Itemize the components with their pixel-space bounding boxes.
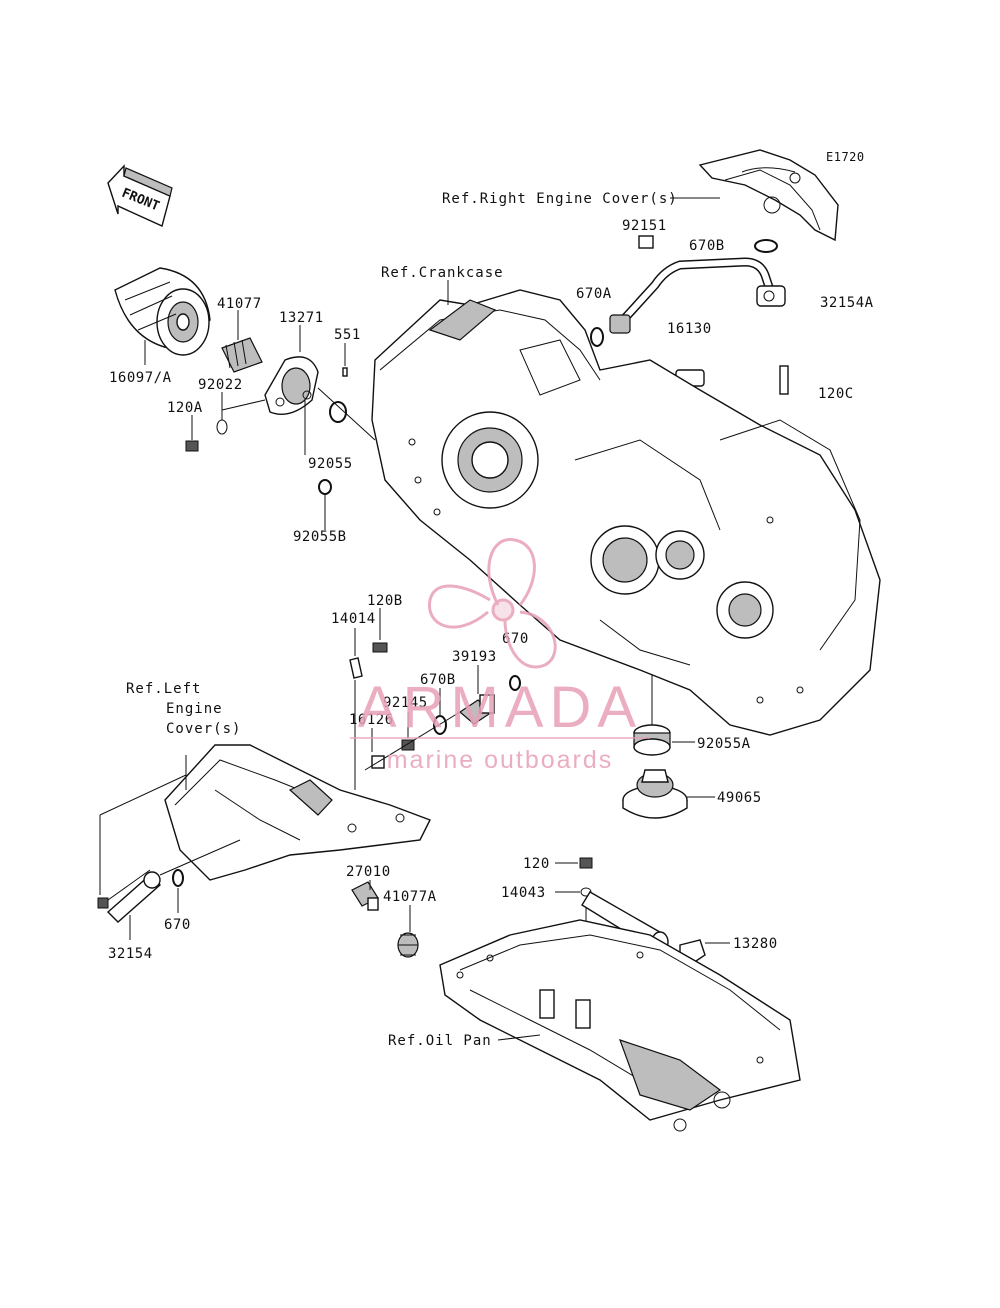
cover-13271 [264,356,319,415]
ref-crankcase: Ref.Crankcase [381,265,504,281]
part-14014: 14014 [331,611,376,627]
ref-oil-pan: Ref.Oil Pan [388,1033,492,1049]
crankcase [371,289,881,736]
oil-filter [114,267,211,356]
part-14043: 14043 [501,885,546,901]
part-120: 120 [523,856,550,872]
pin-551 [342,367,348,377]
part-120C: 120C [818,386,854,402]
ref-left-engine-cover-line2: Engine [166,701,223,717]
part-13271: 13271 [279,310,324,326]
plate-14014 [349,657,363,679]
bolt-120 [579,857,593,869]
part-92145: 92145 [383,695,428,711]
part-670-left: 670 [164,917,191,933]
part-92055A: 92055A [697,736,751,752]
part-92151: 92151 [622,218,667,234]
ref-left-engine-cover-line1: Ref.Left [126,681,201,697]
part-49065: 49065 [717,790,762,806]
plug-92055A [633,724,671,756]
watermark-brand: ARMADA [358,675,642,740]
o-ring-92055B [318,479,332,495]
part-120B: 120B [367,593,403,609]
o-ring-670-mid [509,675,521,691]
pipe-32154 [97,869,162,923]
ref-right-engine-cover: Ref.Right Engine Cover(s) [442,191,678,207]
part-32154A: 32154A [820,295,874,311]
diagram-code: E1720 [826,150,865,164]
o-ring-670B-mid [433,715,447,735]
part-670B-mid: 670B [420,672,456,688]
part-92055B: 92055B [293,529,347,545]
washer-92022 [216,419,228,435]
nipple-41077 [221,337,263,373]
watermark: ARMADA marine outboards [350,538,650,774]
o-ring-92055 [329,401,347,423]
bolt-120B [372,642,388,653]
part-92055: 92055 [308,456,353,472]
ref-left-engine-cover-line3: Cover(s) [166,721,241,737]
bolt-92145 [401,739,415,751]
part-16097A: 16097/A [109,370,172,386]
front-arrow-icon: FRONT [107,164,173,227]
part-39193: 39193 [452,649,497,665]
part-41077A: 41077A [383,889,437,905]
part-551: 551 [334,327,361,343]
part-41077: 41077 [217,296,262,312]
part-92022: 92022 [198,377,243,393]
oil-pan [439,919,801,1132]
propeller-logo-icon [427,538,557,669]
left-engine-cover [164,744,431,881]
watermark-tagline: marine outboards [387,746,614,774]
part-670A: 670A [576,286,612,302]
oil-pipe [590,235,789,395]
part-27010: 27010 [346,864,391,880]
bolt-120A [185,440,199,452]
part-120A: 120A [167,400,203,416]
nipple-41077A [397,932,419,958]
part-13280: 13280 [733,936,778,952]
strainer-49065 [622,769,688,819]
right-engine-cover [698,149,839,242]
part-670B-top: 670B [689,238,725,254]
fitting-39193 [459,694,495,725]
part-16126: 16126 [349,712,394,728]
switch-27010 [351,881,379,911]
part-32154: 32154 [108,946,153,962]
part-16130: 16130 [667,321,712,337]
o-ring-670-left [172,869,184,887]
